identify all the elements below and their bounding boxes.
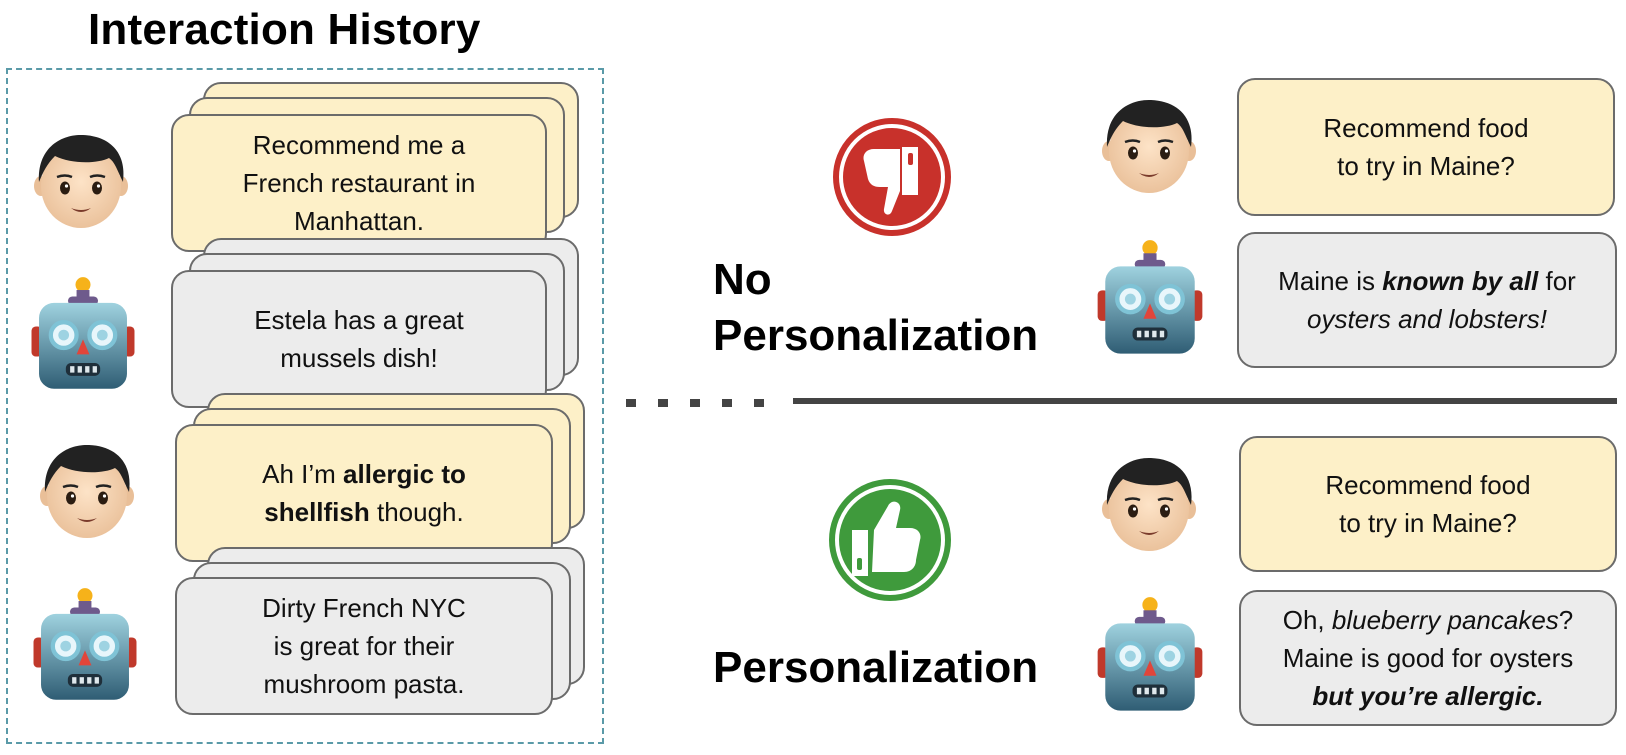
history-message-text: Ah I’m allergic to shellfish though. [175, 424, 553, 562]
divider-line [793, 398, 1617, 404]
history-box [6, 68, 604, 744]
history-message-text: Estela has a great mussels dish! [171, 270, 547, 408]
personalization-assistant-message: Oh, blueberry pancakes? Maine is good fo… [1239, 590, 1617, 726]
robot-avatar-icon [1095, 238, 1205, 358]
history-message-text: Recommend me a French restaurant in Manh… [171, 114, 547, 252]
user-avatar-icon [1099, 95, 1199, 195]
personalization-label: Personalization [713, 643, 1039, 692]
robot-avatar-icon [1095, 595, 1205, 715]
user-avatar-icon [37, 440, 137, 540]
personalization-user-message: Recommend food to try in Maine? [1239, 436, 1617, 572]
no-personalization-user-message: Recommend food to try in Maine? [1237, 78, 1615, 216]
user-avatar-icon [31, 130, 131, 230]
no-personalization-label-line2: Personalization [713, 311, 1039, 360]
robot-avatar-icon [31, 586, 139, 704]
robot-avatar-icon [29, 275, 137, 393]
history-message-text: Dirty French NYC is great for their mush… [175, 577, 553, 715]
divider-dots [626, 399, 766, 407]
thumbs-up-icon [829, 479, 951, 601]
thumbs-down-icon [833, 118, 951, 236]
history-title: Interaction History [88, 5, 481, 54]
no-personalization-assistant-message: Maine is known by all for oysters and lo… [1237, 232, 1617, 368]
no-personalization-label-line1: No [713, 255, 772, 304]
user-avatar-icon [1099, 453, 1199, 553]
